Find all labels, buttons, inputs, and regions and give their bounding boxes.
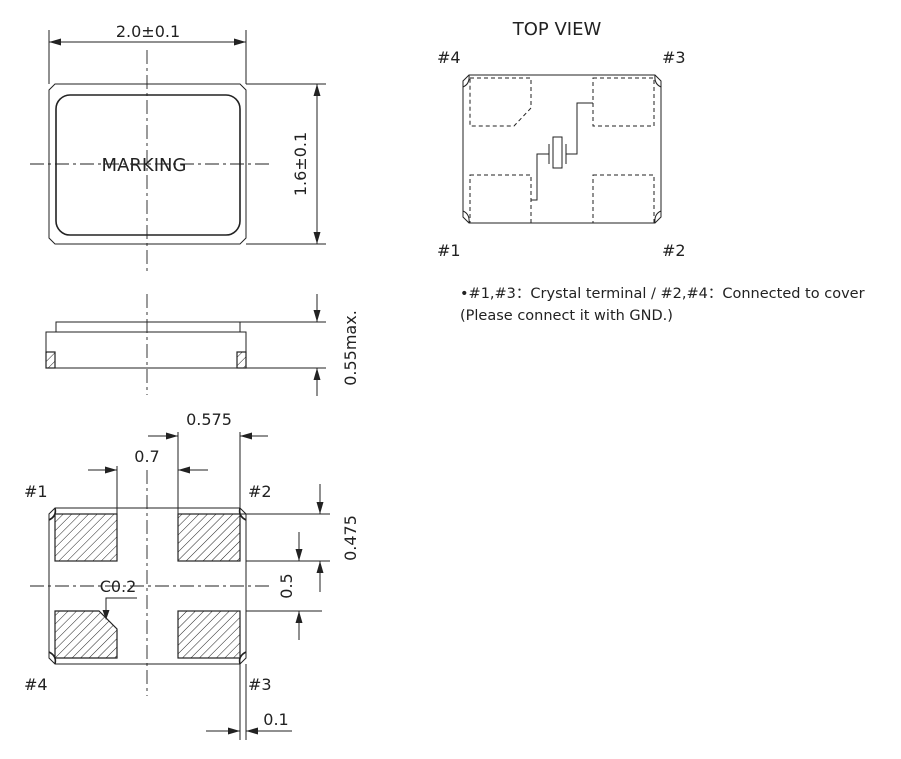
side-base xyxy=(45,331,247,369)
dim-07-arrow-left xyxy=(105,466,117,474)
side-terminal-left xyxy=(45,351,56,369)
footprint-pin-1: #1 xyxy=(24,482,48,501)
width-arrow-right xyxy=(234,38,246,46)
marking-label: MARKING xyxy=(102,155,187,176)
dim-01-label: 0.1 xyxy=(263,710,288,729)
side-arrow-bottom xyxy=(313,368,321,380)
package-lid-outline xyxy=(55,94,241,236)
side-height-label: 0.55max. xyxy=(341,310,360,386)
height-dimension-label: 1.6±0.1 xyxy=(291,132,310,196)
dim-0475-arrow-bottom xyxy=(316,561,324,573)
top-view-pad-4 xyxy=(469,77,532,127)
dim-0575-label: 0.575 xyxy=(186,410,232,429)
chamfer-leader-arrow xyxy=(102,610,110,620)
pad-3 xyxy=(177,610,241,659)
chamfer-label: C0.2 xyxy=(100,577,137,596)
pad-1 xyxy=(54,513,118,562)
crystal-body xyxy=(552,136,563,169)
side-arrow-top xyxy=(313,310,321,322)
crystal-wire-upper xyxy=(566,102,593,155)
dim-05-label: 0.5 xyxy=(277,573,296,598)
dim-05-arrow-top xyxy=(295,549,303,561)
top-view-pin-1: #1 xyxy=(437,241,461,260)
side-lid xyxy=(55,321,241,333)
top-view-pin-4: #4 xyxy=(437,48,461,67)
outline-view: MARKING 2.0±0.1 1.6±0.1 xyxy=(30,22,326,272)
package-body-outline xyxy=(48,83,247,245)
pin-note-line-2: (Please connect it with GND.) xyxy=(460,308,673,324)
footprint-pin-4: #4 xyxy=(24,675,48,694)
pin-note-line-1: •#1,#3：Crystal terminal / #2,#4：Connecte… xyxy=(460,286,865,302)
footprint-pin-2: #2 xyxy=(248,482,272,501)
side-view: 0.55max. xyxy=(45,294,360,396)
footprint-view: C0.2 #1 #2 #3 #4 0.575 0.7 0.475 xyxy=(24,410,360,740)
height-arrow-bottom xyxy=(313,232,321,244)
chamfer-leader xyxy=(105,597,137,614)
dim-01-arrow-left xyxy=(228,727,240,735)
top-view-notch-bl xyxy=(462,210,470,224)
top-view-notch-tl xyxy=(462,74,470,88)
top-view-pin-3: #3 xyxy=(662,48,686,67)
top-view-title: TOP VIEW xyxy=(512,19,602,40)
dim-05-arrow-bottom xyxy=(295,611,303,623)
dim-0575-arrow-right xyxy=(240,432,252,440)
top-view-pin-2: #2 xyxy=(662,241,686,260)
crystal-wire-lower xyxy=(531,153,549,201)
footprint-pin-3: #3 xyxy=(248,675,272,694)
top-view-notch-br xyxy=(654,210,662,224)
top-view: TOP VIEW #4 #3 #1 #2 xyxy=(437,19,686,260)
width-arrow-left xyxy=(49,38,61,46)
dim-07-arrow-right xyxy=(178,466,190,474)
height-arrow-top xyxy=(313,84,321,96)
pad-2 xyxy=(177,513,241,562)
dim-0575-arrow-left xyxy=(166,432,178,440)
top-view-pad-2 xyxy=(592,174,655,224)
dim-01-arrow-right xyxy=(246,727,258,735)
dim-07-label: 0.7 xyxy=(134,447,159,466)
dim-0475-label: 0.475 xyxy=(341,515,360,561)
width-dimension-label: 2.0±0.1 xyxy=(116,22,180,41)
side-terminal-right xyxy=(236,351,247,369)
top-view-notch-tr xyxy=(654,74,662,88)
dim-0475-arrow-top xyxy=(316,502,324,514)
pin-notes: •#1,#3：Crystal terminal / #2,#4：Connecte… xyxy=(460,283,865,327)
pad-4-chamfered xyxy=(54,610,118,659)
top-view-pad-1 xyxy=(469,174,532,224)
top-view-pad-3 xyxy=(592,77,655,127)
